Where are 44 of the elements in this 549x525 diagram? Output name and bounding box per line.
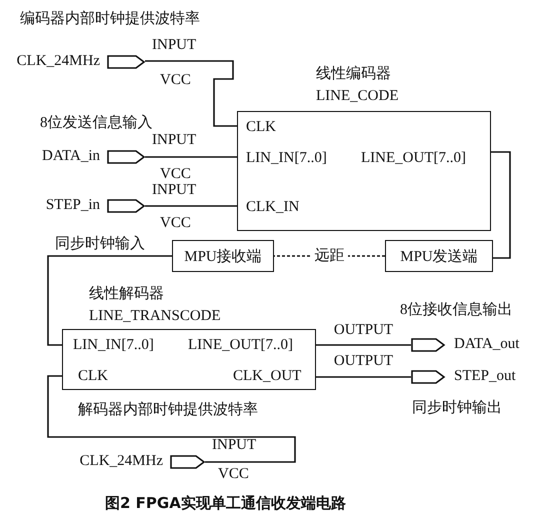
pin-type-label: INPUT xyxy=(152,131,196,149)
annotation: 同步时钟输出 xyxy=(412,399,502,417)
pin-name: STEP_in xyxy=(46,196,100,214)
wire xyxy=(316,376,411,378)
pin-name: STEP_out xyxy=(454,367,516,385)
wire xyxy=(491,151,511,259)
figure-caption: 图2 FPGA实现单工通信收发端电路 xyxy=(105,494,346,512)
port-label: LINE_OUT[7..0] xyxy=(188,336,293,354)
wire xyxy=(145,205,237,207)
wire xyxy=(145,156,237,158)
pin-type-label: VCC xyxy=(160,165,191,183)
edge-label: 远距 xyxy=(312,247,348,265)
port-label: CLK_IN xyxy=(246,198,300,216)
wire xyxy=(316,344,411,346)
wire xyxy=(47,255,172,346)
pin-name: DATA_out xyxy=(454,335,520,353)
pin-name: CLK_24MHz xyxy=(80,452,163,470)
pin-type-label: VCC xyxy=(160,71,191,89)
port-label: LIN_IN[7..0] xyxy=(246,149,327,167)
pin-type-label: VCC xyxy=(218,465,249,483)
annotation: 解码器内部时钟提供波特率 xyxy=(78,401,258,419)
port-label: LIN_IN[7..0] xyxy=(73,336,154,354)
wire xyxy=(47,375,296,463)
annotation: 8位接收信息输出 xyxy=(400,301,512,319)
annotation: 8位发送信息输入 xyxy=(40,114,152,132)
module-title: LINE_TRANSCODE xyxy=(89,307,221,325)
port-label: CLK_OUT xyxy=(233,367,302,385)
annotation: 编码器内部时钟提供波特率 xyxy=(20,10,200,28)
pin-type-label: VCC xyxy=(160,214,191,232)
pin-name: CLK_24MHz xyxy=(16,52,100,70)
wire xyxy=(145,60,237,127)
pin-name: DATA_in xyxy=(42,147,100,165)
port-label: CLK xyxy=(78,367,108,385)
port-label: LINE_OUT[7..0] xyxy=(361,149,466,167)
pin-type-label: INPUT xyxy=(152,36,196,54)
port-label: CLK xyxy=(246,118,276,136)
module-title: LINE_CODE xyxy=(316,87,398,105)
process-box: MPU发送端 xyxy=(385,240,493,272)
module-title: 线性编码器 xyxy=(316,65,391,83)
pin-type-label: INPUT xyxy=(152,181,196,199)
module-title: 线性解码器 xyxy=(89,285,164,303)
pin-type-label: INPUT xyxy=(212,436,256,454)
annotation: 同步时钟输入 xyxy=(55,235,145,253)
process-box: MPU接收端 xyxy=(172,240,274,272)
